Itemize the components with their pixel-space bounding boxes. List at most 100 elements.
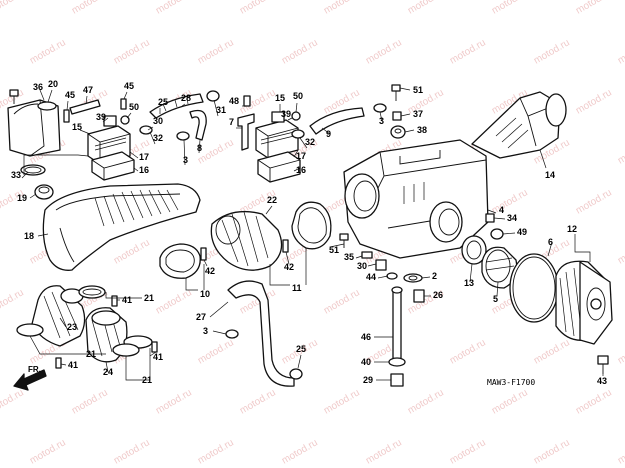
callout-34: 34 xyxy=(507,213,517,223)
callout-35: 35 xyxy=(344,252,354,262)
callout-25: 25 xyxy=(158,97,168,107)
callout-4: 4 xyxy=(499,205,504,215)
screw-43 xyxy=(597,355,609,374)
watermark-text: motod.ru xyxy=(28,437,68,466)
watermark-text: motod.ru xyxy=(322,387,362,416)
clip-3c xyxy=(225,329,239,339)
callout-3: 3 xyxy=(379,116,384,126)
screw-42-left xyxy=(200,247,207,261)
callout-6: 6 xyxy=(548,237,553,247)
watermark-text: motod.ru xyxy=(616,37,625,66)
callout-42: 42 xyxy=(205,266,215,276)
clamp-band-10 xyxy=(159,243,201,279)
air-cleaner-housing xyxy=(343,139,489,259)
watermark-text: motod.ru xyxy=(28,37,68,66)
o-ring-6 xyxy=(509,253,559,323)
drain-cap-29 xyxy=(390,373,404,387)
watermark-text: motod.ru xyxy=(0,287,26,316)
callout-24: 24 xyxy=(103,367,113,377)
hose-9 xyxy=(309,107,365,135)
callout-3: 3 xyxy=(203,326,208,336)
screw-42-right xyxy=(282,239,289,253)
drain-plug-26 xyxy=(413,289,425,303)
callout-21: 21 xyxy=(144,293,154,303)
watermark-text: motod.ru xyxy=(616,437,625,466)
front-direction-label: FR. xyxy=(28,365,41,374)
callout-42: 42 xyxy=(284,262,294,272)
callout-46: 46 xyxy=(361,332,371,342)
callout-16: 16 xyxy=(139,165,149,175)
callout-17: 17 xyxy=(139,152,149,162)
callout-26: 26 xyxy=(433,290,443,300)
drain-tube-27 xyxy=(227,280,295,387)
watermark-text: motod.ru xyxy=(154,287,194,316)
hose-8 xyxy=(189,109,207,141)
watermark-text: motod.ru xyxy=(0,387,26,416)
clamp-21-lower-left xyxy=(16,323,44,337)
screw-41-b xyxy=(55,357,62,369)
watermark-text: motod.ru xyxy=(448,437,488,466)
watermark-text: motod.ru xyxy=(280,437,320,466)
callout-16: 16 xyxy=(296,165,306,175)
callout-17: 17 xyxy=(296,151,306,161)
callout-40: 40 xyxy=(361,357,371,367)
screw-41-a xyxy=(111,295,118,307)
nut-37 xyxy=(392,111,402,121)
hose-28 xyxy=(149,93,204,119)
grommet-49 xyxy=(490,228,504,240)
watermark-text: motod.ru xyxy=(0,0,26,17)
callout-10: 10 xyxy=(200,289,210,299)
callout-9: 9 xyxy=(326,129,331,139)
callout-31: 31 xyxy=(216,105,226,115)
callout-45: 45 xyxy=(65,90,75,100)
watermark-text: motod.ru xyxy=(490,0,530,17)
watermark-text: motod.ru xyxy=(70,387,110,416)
callout-12: 12 xyxy=(567,224,577,234)
bolt-51-top xyxy=(391,84,401,101)
watermark-text: motod.ru xyxy=(364,437,404,466)
watermark-text: motod.ru xyxy=(364,37,404,66)
callout-38: 38 xyxy=(417,125,427,135)
breather-separator-right xyxy=(255,111,301,183)
callout-32: 32 xyxy=(153,133,163,143)
callout-23: 23 xyxy=(67,322,77,332)
clip-32 xyxy=(139,125,153,135)
callout-25: 25 xyxy=(296,344,306,354)
callout-3: 3 xyxy=(183,155,188,165)
callout-33: 33 xyxy=(11,170,21,180)
callout-39: 39 xyxy=(281,109,291,119)
watermark-text: motod.ru xyxy=(532,337,572,366)
snorkel-duct-14 xyxy=(471,91,567,159)
watermark-text: motod.ru xyxy=(490,387,530,416)
watermark-text: motod.ru xyxy=(448,337,488,366)
front-direction-arrow: FR. xyxy=(13,365,47,391)
callout-41: 41 xyxy=(68,360,78,370)
air-duct-cover xyxy=(42,183,201,271)
grommet-38 xyxy=(390,125,406,139)
callout-50: 50 xyxy=(293,91,303,101)
bracket-7 xyxy=(237,95,255,151)
callout-14: 14 xyxy=(545,170,555,180)
callout-30: 30 xyxy=(153,116,163,126)
watermark-text: motod.ru xyxy=(532,37,572,66)
watermark-text: motod.ru xyxy=(406,387,446,416)
resonator-chamber xyxy=(7,99,61,157)
screw-35 xyxy=(361,251,373,259)
callout-41: 41 xyxy=(153,352,163,362)
callout-51: 51 xyxy=(413,85,423,95)
callout-30: 30 xyxy=(357,261,367,271)
clip-33 xyxy=(20,164,46,176)
callout-50: 50 xyxy=(129,102,139,112)
spring-30 xyxy=(375,259,387,271)
bolt-36 xyxy=(9,89,19,104)
diagram-code: MAW3-F1700 xyxy=(487,378,535,387)
callout-45: 45 xyxy=(124,81,134,91)
callout-44: 44 xyxy=(366,272,376,282)
connecting-tube-22 xyxy=(210,210,283,271)
callout-28: 28 xyxy=(181,93,191,103)
seal-13 xyxy=(461,235,487,265)
callout-20: 20 xyxy=(48,79,58,89)
watermark-text: motod.ru xyxy=(574,187,614,216)
washer-2 xyxy=(403,273,423,283)
